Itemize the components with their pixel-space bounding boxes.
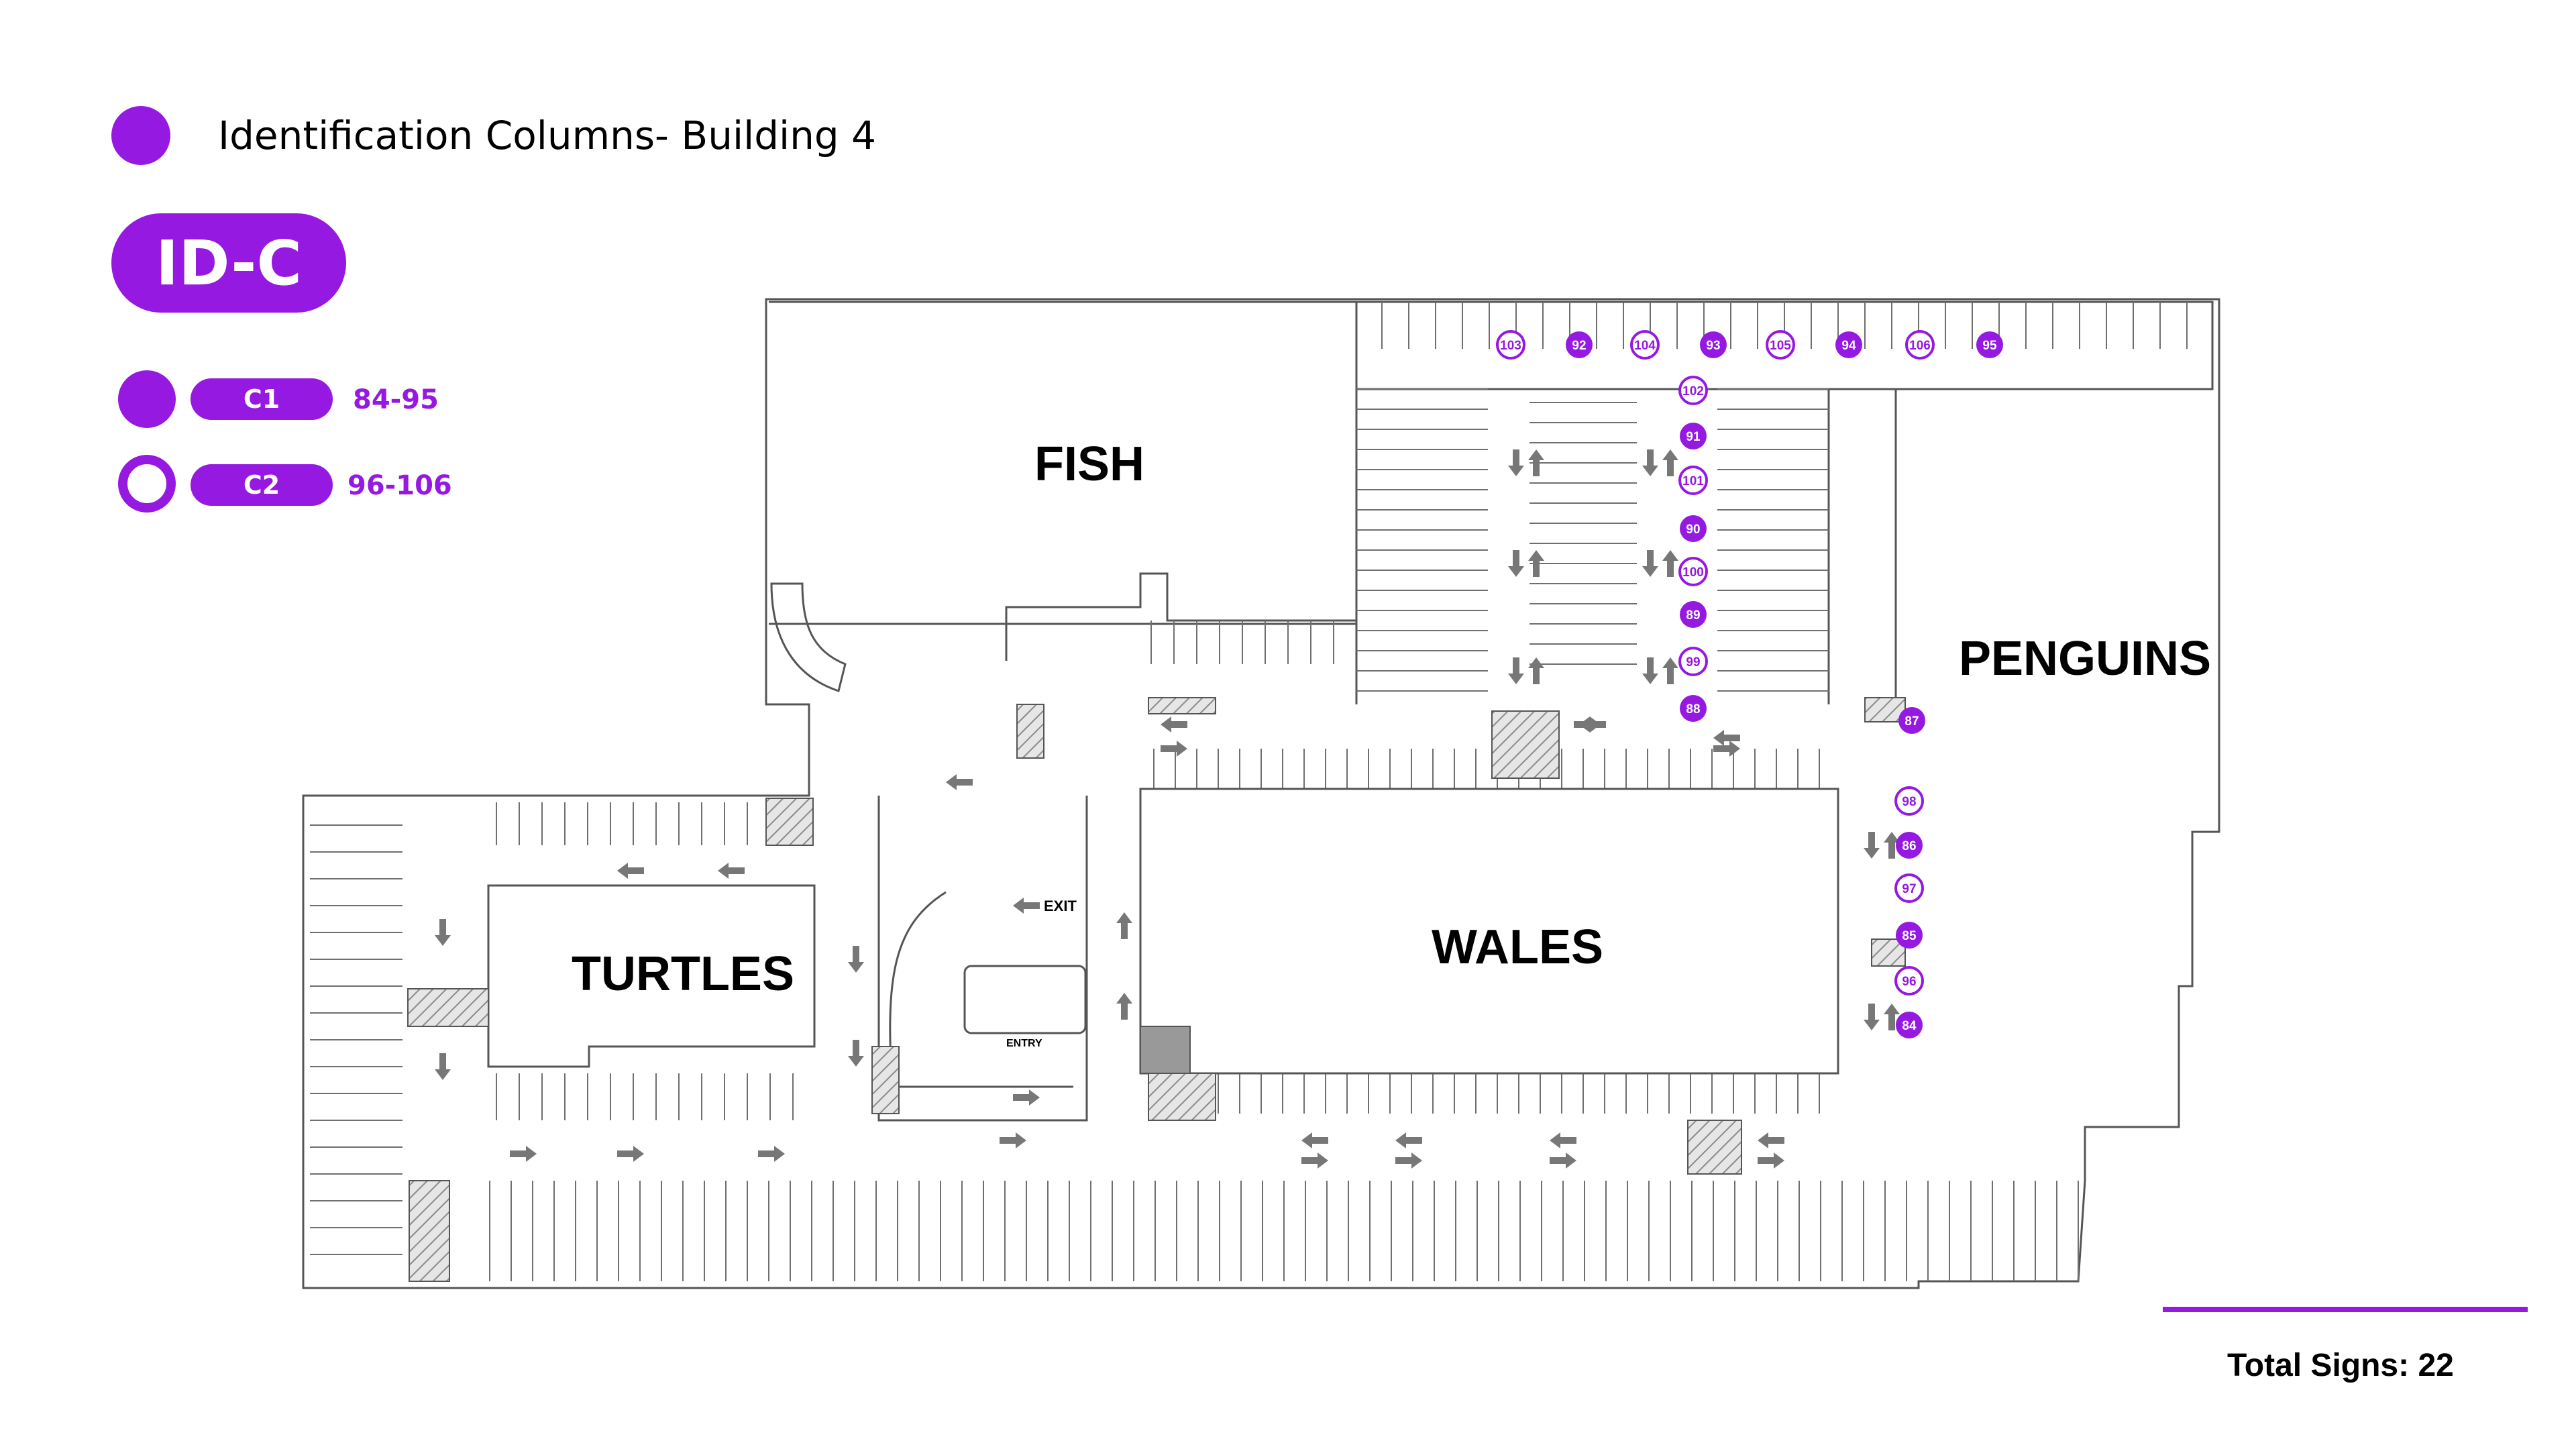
sign-marker-dot (1905, 330, 1935, 360)
sign-marker-number: 104 (1634, 339, 1656, 353)
sign-marker-number: 100 (1682, 566, 1704, 580)
total-signs-label: Total Signs: 22 (2227, 1348, 2454, 1383)
wales-block (1139, 788, 1839, 1075)
sign-marker-dot (1896, 832, 1923, 859)
sign-marker-dot (1898, 707, 1925, 734)
hatched-areas (407, 697, 1906, 1282)
legend-c1-range: 84-95 (353, 384, 439, 415)
zone-turtles-label: TURTLES (572, 947, 794, 1001)
sign-marker-number: 87 (1904, 714, 1919, 729)
sign-marker-number: 96 (1902, 975, 1916, 989)
sign-marker-dot (1680, 601, 1707, 628)
sign-marker-92: 92 (1566, 331, 1593, 358)
sign-marker-dot (1894, 786, 1924, 816)
sign-marker-87: 87 (1898, 707, 1925, 734)
sign-marker-96: 96 (1894, 966, 1924, 996)
sign-marker-number: 86 (1902, 839, 1916, 853)
sign-marker-number: 98 (1902, 795, 1916, 809)
sign-marker-106: 106 (1905, 330, 1935, 360)
exit-label: EXIT (1044, 898, 1077, 914)
sign-marker-number: 101 (1682, 474, 1704, 488)
sign-marker-number: 95 (1982, 339, 1997, 353)
sign-marker-number: 99 (1686, 655, 1700, 669)
sign-marker-97: 97 (1894, 873, 1924, 903)
sign-marker-dot (1496, 330, 1525, 360)
footer-divider (2163, 1307, 2528, 1312)
entry-loop (877, 796, 1088, 1122)
legend-c1-dot (118, 370, 176, 428)
sign-marker-dot (1896, 1012, 1923, 1038)
sign-marker-84: 84 (1896, 1012, 1923, 1038)
ramp-curve (770, 582, 847, 692)
zone-wales-label: WALES (1432, 920, 1603, 974)
entry-label: ENTRY (1006, 1038, 1042, 1049)
sign-marker-dot (1700, 331, 1727, 358)
sign-marker-dot (1630, 330, 1660, 360)
sign-marker-95: 95 (1976, 331, 2003, 358)
sign-marker-dot (1835, 331, 1862, 358)
zone-penguins-label: PENGUINS (1959, 632, 2211, 686)
legend-c2-pill: C2 (191, 464, 333, 506)
sign-marker-number: 92 (1572, 339, 1586, 353)
sign-marker-dot (1678, 466, 1708, 495)
sign-marker-number: 106 (1909, 339, 1931, 353)
sign-marker-dot (1894, 873, 1924, 903)
sign-marker-number: 94 (1841, 339, 1856, 353)
sign-marker-number: 103 (1500, 339, 1521, 353)
sign-marker-89: 89 (1680, 601, 1707, 628)
sign-marker-number: 84 (1902, 1019, 1917, 1033)
turtles-block (487, 884, 816, 1068)
sign-marker-104: 104 (1630, 330, 1660, 360)
sign-marker-number: 105 (1770, 339, 1791, 353)
sign-marker-105: 105 (1766, 330, 1795, 360)
sign-marker-98: 98 (1894, 786, 1924, 816)
sign-marker-dot (1976, 331, 2003, 358)
title-bullet-dot (111, 106, 170, 165)
sign-marker-100: 100 (1678, 557, 1708, 586)
page-title: Identification Columns- Building 4 (218, 113, 877, 158)
sign-marker-dot (1680, 515, 1707, 542)
legend-c2-range: 96-106 (347, 470, 452, 501)
sign-marker-number: 102 (1682, 384, 1704, 398)
sign-marker-dot (1766, 330, 1795, 360)
sign-marker-number: 88 (1686, 702, 1700, 716)
sign-marker-number: 89 (1686, 608, 1700, 623)
sign-marker-number: 85 (1902, 929, 1917, 943)
sign-marker-85: 85 (1896, 922, 1923, 949)
sign-marker-101: 101 (1678, 466, 1708, 495)
sign-marker-90: 90 (1680, 515, 1707, 542)
sign-marker-dot (1680, 695, 1707, 722)
sign-marker-88: 88 (1680, 695, 1707, 722)
sign-marker-dot (1678, 557, 1708, 586)
sign-marker-dot (1566, 331, 1593, 358)
sign-marker-number: 93 (1706, 339, 1720, 353)
category-badge: ID-C (111, 213, 346, 313)
legend-c1-pill: C1 (191, 378, 333, 420)
sign-marker-86: 86 (1896, 832, 1923, 859)
sign-marker-dot (1896, 922, 1923, 949)
sign-marker-103: 103 (1496, 330, 1525, 360)
sign-marker-dot (1678, 647, 1708, 676)
sign-marker-99: 99 (1678, 647, 1708, 676)
sign-marker-dot (1678, 376, 1708, 405)
sign-marker-number: 91 (1686, 430, 1701, 444)
parking-stalls-ne (1354, 389, 1488, 704)
sign-marker-93: 93 (1700, 331, 1727, 358)
sign-marker-dot (1894, 966, 1924, 996)
sign-marker-94: 94 (1835, 331, 1862, 358)
sign-marker-number: 97 (1902, 882, 1916, 896)
sign-marker-dot (1680, 423, 1707, 449)
sign-marker-number: 90 (1686, 523, 1700, 537)
sign-marker-91: 91 (1680, 423, 1707, 449)
sign-marker-102: 102 (1678, 376, 1708, 405)
zone-fish-label: FISH (1034, 437, 1144, 491)
